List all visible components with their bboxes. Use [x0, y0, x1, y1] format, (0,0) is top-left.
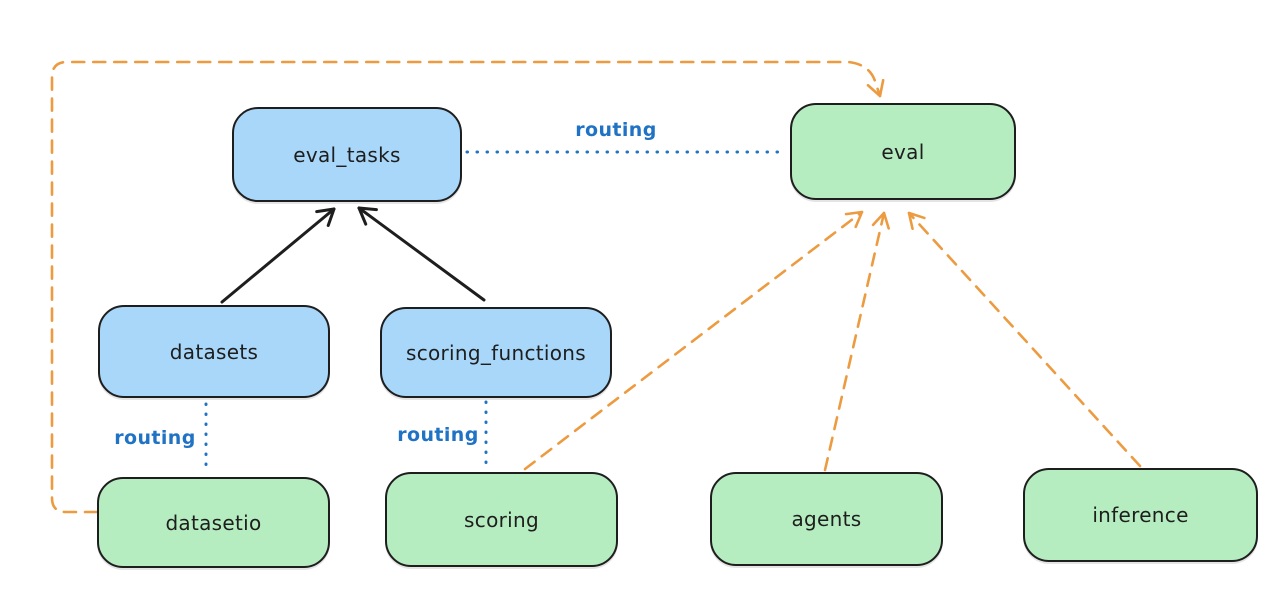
node-inference-label: inference	[1092, 503, 1189, 527]
node-eval-label: eval	[881, 139, 925, 164]
edge-label-routing-scoring: routing	[397, 424, 479, 446]
node-scoring: scoring	[385, 472, 618, 567]
edge-inference-to-eval	[907, 211, 1142, 468]
edge-label-routing-datasetio: routing	[114, 427, 196, 449]
edge-datasetio-to-eval	[50, 60, 885, 514]
node-inference: inference	[1023, 468, 1258, 562]
edge-scoring-to-eval	[523, 210, 864, 471]
node-datasetio-label: datasetio	[165, 510, 262, 535]
node-agents-label: agents	[791, 507, 862, 531]
node-datasets-label: datasets	[169, 339, 259, 364]
edge-datasets-to-eval-tasks	[220, 207, 336, 304]
node-agents: agents	[710, 472, 943, 566]
node-datasets: datasets	[98, 305, 330, 398]
node-eval-tasks: eval_tasks	[232, 107, 462, 202]
edge-agents-to-eval	[823, 211, 890, 472]
node-scoring-functions: scoring_functions	[380, 307, 612, 398]
node-datasetio: datasetio	[97, 477, 330, 568]
node-eval: eval	[790, 103, 1016, 200]
node-scoring-functions-label: scoring_functions	[405, 340, 587, 365]
node-eval-tasks-label: eval_tasks	[293, 142, 401, 167]
edge-scoring-functions-to-eval-tasks	[357, 206, 486, 302]
edge-label-routing-top: routing	[575, 119, 657, 141]
node-scoring-label: scoring	[464, 507, 539, 532]
